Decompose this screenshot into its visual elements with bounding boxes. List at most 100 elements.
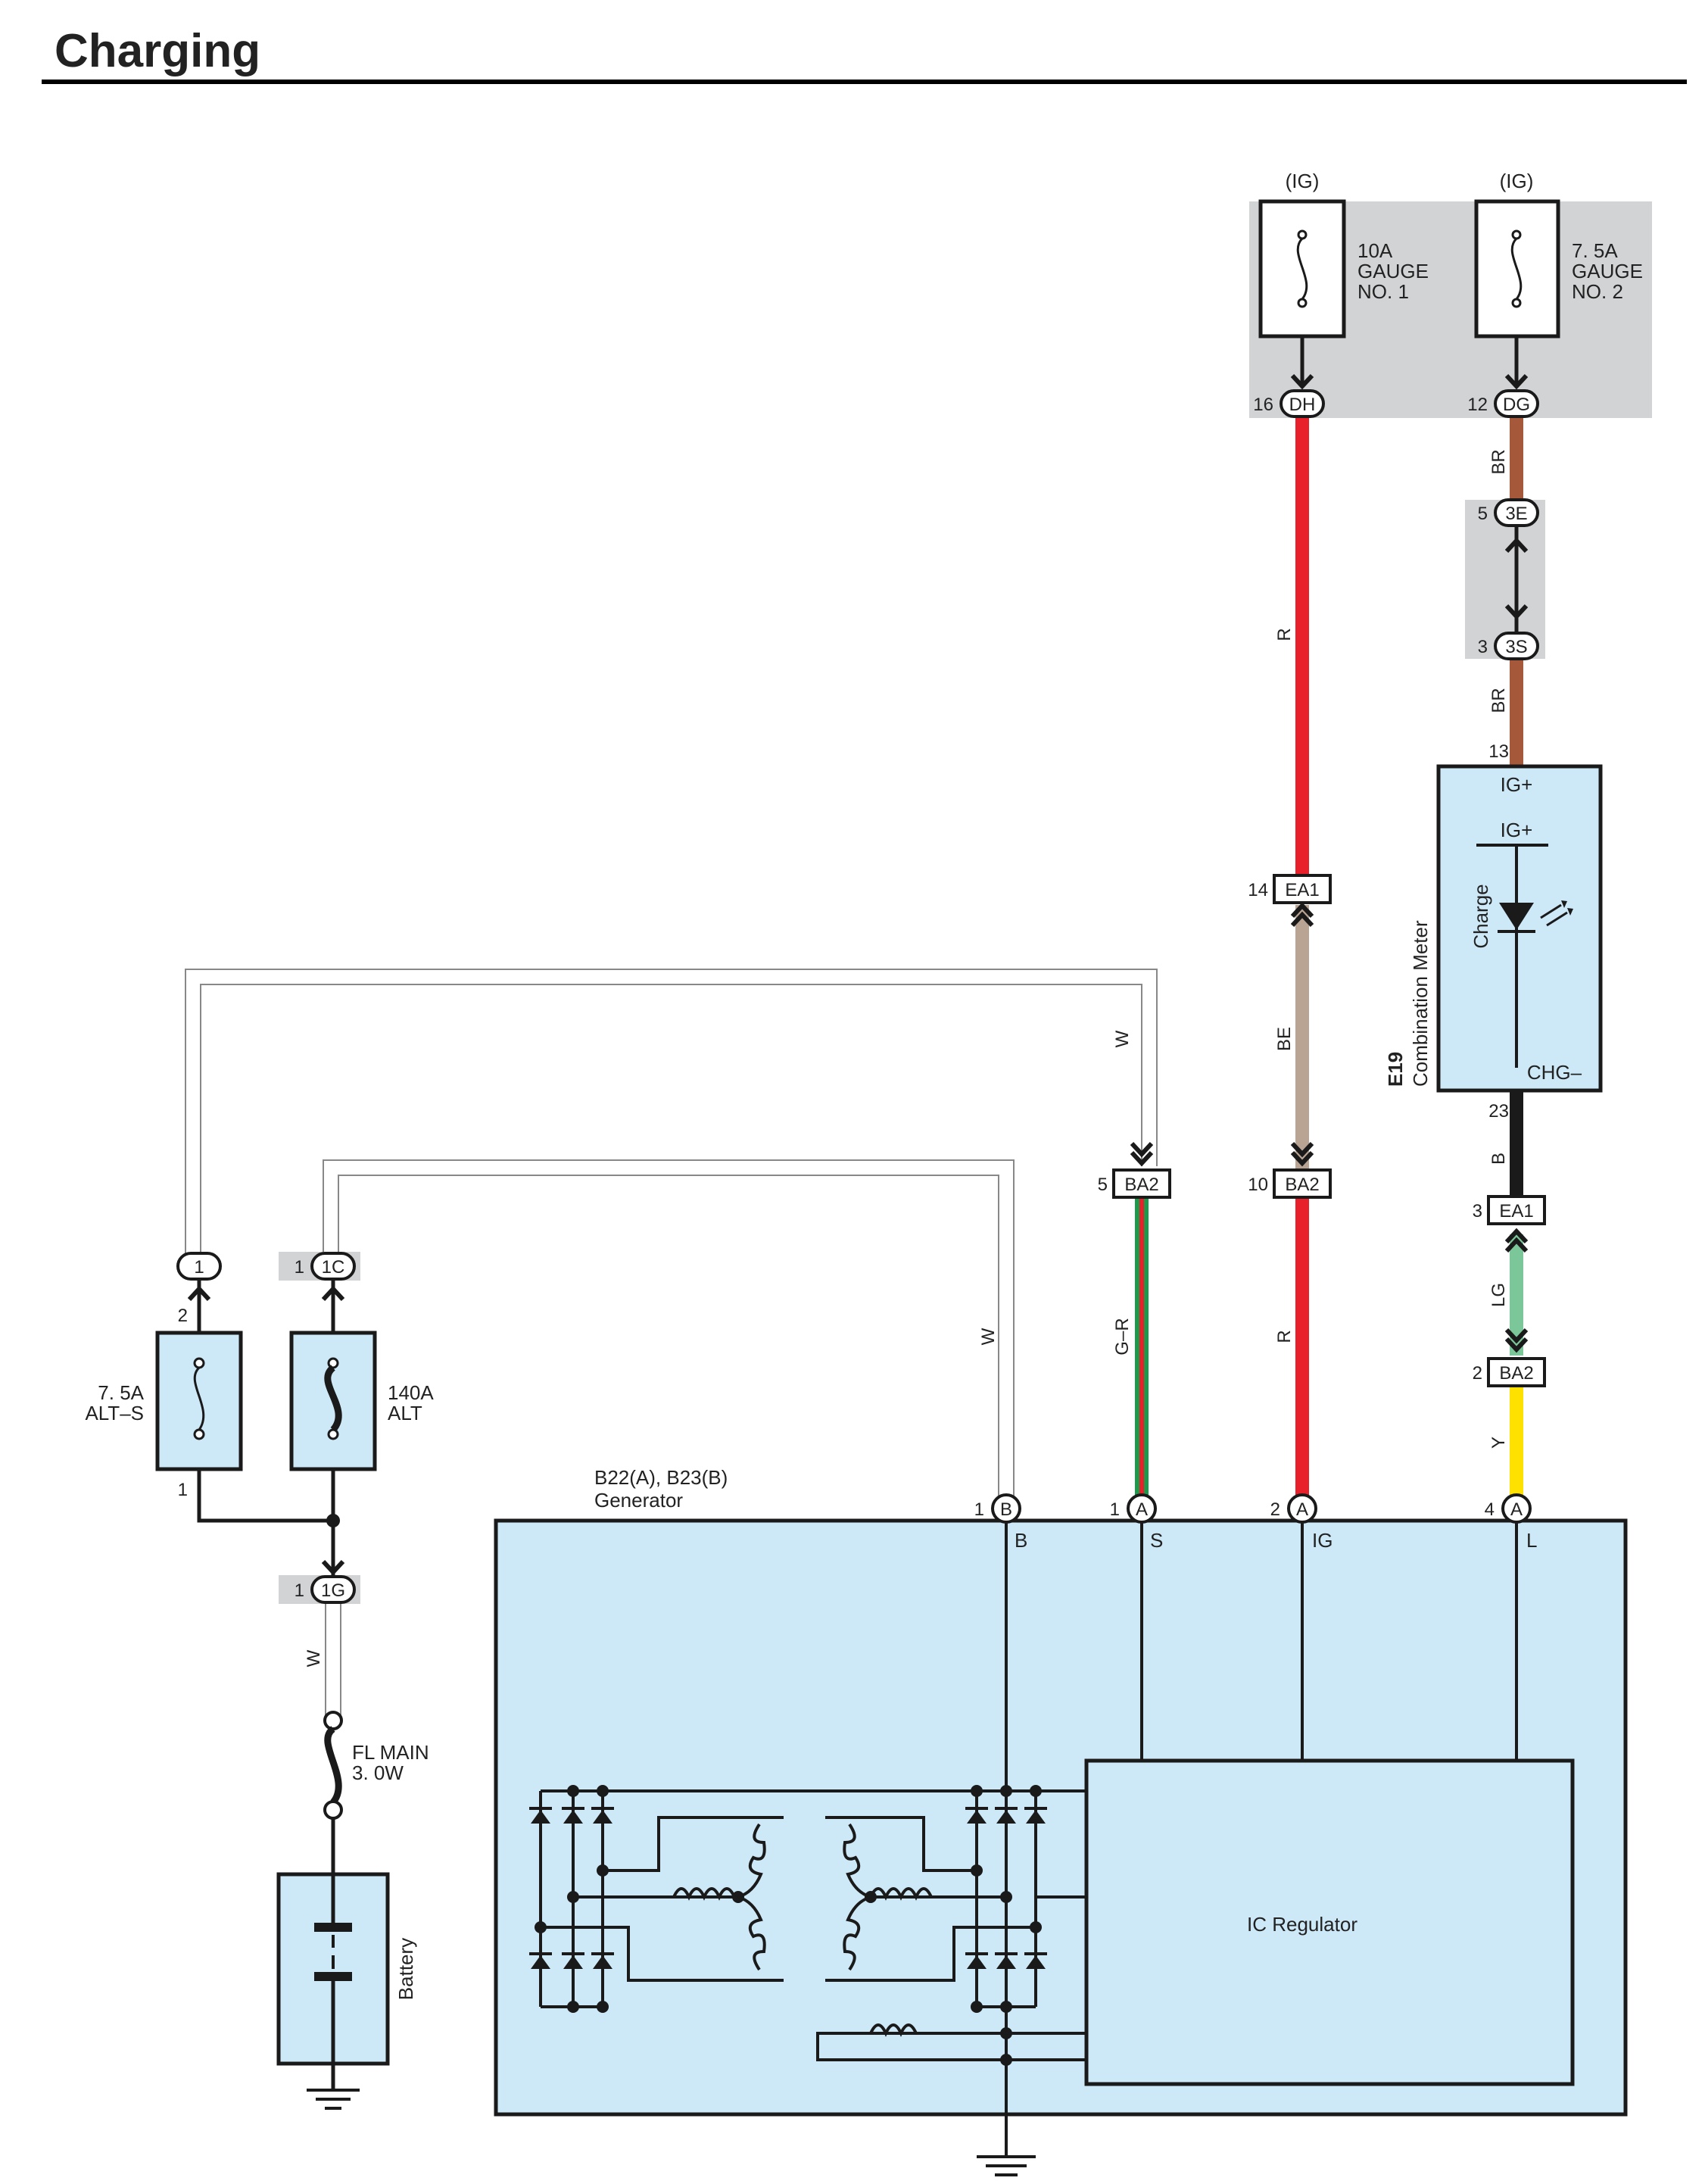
connector-ba2-s	[1112, 1168, 1171, 1199]
connector-dh-pin: 16	[1253, 395, 1273, 415]
fuse-alts-bottom-pin: 1	[178, 1480, 188, 1500]
fuse-gauge-2	[1474, 199, 1560, 339]
ic-regulator-label: IC Regulator	[1247, 1913, 1357, 1936]
fuse-alts-top-pin: 2	[178, 1306, 188, 1326]
terminal-b-pin: 1	[974, 1499, 984, 1520]
terminal-ig-pin: 2	[1270, 1499, 1280, 1520]
connector-3e-code: 3E	[1505, 504, 1527, 524]
connector-ea1-b	[1487, 1195, 1546, 1225]
battery	[276, 1872, 390, 2110]
terminal-b-conn: B	[1000, 1499, 1012, 1520]
connector-1g-pin: 1	[295, 1580, 304, 1601]
wire-label-br1: BR	[1488, 449, 1509, 474]
meter-code: E19	[1384, 1052, 1407, 1087]
meter-pin-bottom: 23	[1488, 1101, 1509, 1122]
connector-1g	[310, 1575, 356, 1604]
terminal-l-conn: A	[1510, 1499, 1523, 1520]
terminal-b-label: B	[1015, 1529, 1027, 1552]
wire-label-be: BE	[1274, 1027, 1295, 1051]
generator-code: B22(A), B23(B)	[594, 1466, 728, 1489]
connector-1c-pin: 1	[295, 1257, 304, 1278]
fuse-alt-s	[155, 1279, 243, 1471]
gauge1-number: NO. 1	[1357, 280, 1409, 303]
terminal-s-label: S	[1150, 1529, 1163, 1552]
fusible-link-fl-main	[323, 1711, 343, 1874]
gauge2-number: NO. 2	[1572, 280, 1623, 303]
terminal-s-conn: A	[1136, 1499, 1148, 1520]
gauge2-power-label: (IG)	[1500, 170, 1534, 192]
terminal-l-pin: 4	[1485, 1499, 1495, 1520]
connector-ea1-b-pin: 3	[1473, 1201, 1482, 1221]
connector-3e-pin: 5	[1478, 504, 1488, 524]
connector-3s	[1494, 632, 1539, 660]
meter-pin-top: 13	[1488, 741, 1509, 762]
generator-name: Generator	[594, 1489, 683, 1512]
gauge2-name: GAUGE	[1572, 260, 1643, 282]
connector-ba2-s-pin: 5	[1098, 1175, 1108, 1195]
connector-3s-code: 3S	[1505, 637, 1527, 657]
connector-1c-code: 1C	[322, 1257, 345, 1278]
fuse-alt-140a	[289, 1279, 377, 1471]
generator-terminal-s	[1127, 1493, 1157, 1524]
terminal-l-label: L	[1526, 1529, 1537, 1552]
connector-dg-pin: 12	[1467, 395, 1488, 415]
splice-point	[326, 1514, 340, 1527]
fuse-alts-rating: 7. 5A	[98, 1381, 144, 1404]
wire-label-r1: R	[1274, 628, 1295, 641]
wire-label-w-s: W	[1112, 1030, 1133, 1047]
fuse-alts-name: ALT–S	[85, 1402, 144, 1424]
wire-label-w-battery: W	[304, 1649, 324, 1667]
connector-ea1-r	[1273, 874, 1332, 904]
connector-ba2-s-code: BA2	[1124, 1175, 1158, 1195]
connector-3s-pin: 3	[1478, 637, 1488, 657]
chevrons	[187, 373, 1529, 1576]
wire-label-y: Y	[1488, 1437, 1509, 1449]
connector-dg-code: DG	[1503, 395, 1530, 415]
fuse-alt-name: ALT	[388, 1402, 422, 1424]
battery-label: Battery	[394, 1938, 417, 2000]
connector-ba2-r-code: BA2	[1285, 1175, 1319, 1195]
wire-alts-bottom	[197, 1469, 333, 1523]
page-title: Charging	[55, 25, 260, 77]
gauge1-power-label: (IG)	[1286, 170, 1320, 192]
connector-ea1-r-code: EA1	[1285, 880, 1319, 900]
meter-led-label: Charge	[1470, 884, 1492, 948]
meter-ig-inner: IG+	[1501, 819, 1533, 841]
gauge2-rating: 7. 5A	[1572, 239, 1618, 262]
terminal-s-pin: 1	[1110, 1499, 1120, 1520]
wire-label-lg: LG	[1488, 1283, 1509, 1307]
wire-label-w-b: W	[978, 1328, 999, 1345]
wire-label-b: B	[1488, 1153, 1509, 1165]
fuse-alt-rating: 140A	[388, 1381, 434, 1404]
connector-1g-code: 1G	[321, 1580, 345, 1601]
wire-w-b-outline	[323, 1159, 1015, 1496]
wire-label-r2: R	[1274, 1330, 1295, 1343]
fl-main-name: FL MAIN	[352, 1741, 429, 1764]
connector-3e	[1494, 498, 1539, 527]
fuse-gauge-1	[1258, 199, 1346, 339]
generator-terminal-l	[1501, 1493, 1532, 1524]
connector-alts-code: 1	[194, 1257, 204, 1278]
ic-regulator	[1084, 1758, 1575, 2086]
connector-ba2-r-pin: 10	[1248, 1175, 1268, 1195]
gauge1-rating: 10A	[1357, 239, 1393, 262]
wire-w-s	[186, 970, 1156, 1253]
meter-ig-outer: IG+	[1501, 773, 1533, 796]
connector-ba2-y-code: BA2	[1499, 1363, 1533, 1384]
combination-meter	[1436, 764, 1603, 1093]
connector-ba2-y-pin: 2	[1473, 1363, 1482, 1384]
connector-ba2-r	[1273, 1168, 1332, 1199]
connector-dh-code: DH	[1289, 395, 1316, 415]
generator-terminal-b	[991, 1493, 1021, 1524]
connector-dg	[1494, 389, 1539, 418]
connector-dh	[1280, 389, 1325, 418]
connector-ea1-b-code: EA1	[1499, 1201, 1533, 1221]
meter-name: Combination Meter	[1409, 920, 1432, 1087]
meter-chg-terminal: CHG–	[1527, 1061, 1582, 1084]
connector-ba2-y	[1487, 1357, 1546, 1387]
generator-terminal-ig	[1287, 1493, 1317, 1524]
wire-label-br2: BR	[1488, 688, 1509, 713]
generator	[494, 1518, 1628, 2176]
terminal-ig-label: IG	[1312, 1529, 1333, 1552]
